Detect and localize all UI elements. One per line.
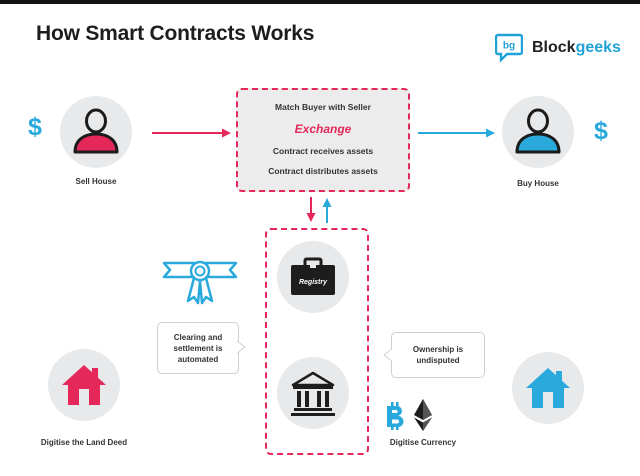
- bank-icon: [291, 371, 335, 416]
- exchange-box: Match Buyer with Seller Exchange Contrac…: [236, 88, 410, 192]
- bank-circle: [277, 357, 349, 429]
- arrow-exchange-to-registry: [306, 197, 316, 222]
- seller-avatar: [60, 96, 132, 168]
- house-icon: [526, 368, 570, 408]
- registry-box: [265, 228, 369, 455]
- exchange-title: Exchange: [294, 122, 352, 136]
- registry-circle: Registry: [277, 241, 349, 313]
- exchange-receives-text: Contract receives assets: [272, 146, 374, 156]
- currency-label: Digitise Currency: [389, 438, 457, 447]
- arrow-registry-to-exchange: [322, 198, 332, 223]
- bubble-tail: [383, 349, 392, 361]
- certificate-icon: [162, 260, 238, 305]
- top-border: [0, 0, 640, 4]
- ownership-note: Ownership is undisputed: [383, 332, 485, 378]
- person-icon: [515, 108, 561, 154]
- bitcoin-icon: [387, 402, 404, 430]
- bubble-tail: [237, 341, 246, 353]
- brand-logo-mark: bg: [503, 41, 515, 52]
- buyer-avatar: [502, 96, 574, 168]
- brand-name-prefix: Block: [532, 39, 576, 56]
- house-icon: [62, 365, 106, 405]
- brand-name: Blockgeeks: [532, 39, 621, 57]
- clearing-note: Clearing and settlement is automated: [157, 322, 246, 374]
- ethereum-icon: [414, 399, 432, 431]
- buyer-label: Buy House: [517, 179, 559, 188]
- currency-circle: [512, 352, 584, 424]
- land-deed-circle: [48, 349, 120, 421]
- arrow-seller-to-exchange: [152, 128, 231, 138]
- clearing-note-text: Clearing and settlement is automated: [173, 332, 223, 364]
- seller-label: Sell House: [75, 177, 117, 186]
- exchange-match-text: Match Buyer with Seller: [275, 102, 371, 112]
- ownership-note-text: Ownership is undisputed: [412, 345, 464, 365]
- brand-name-suffix: geeks: [575, 39, 621, 56]
- land-deed-label: Digitise the Land Deed: [40, 438, 128, 447]
- seller-dollar-icon: $: [28, 113, 42, 141]
- person-icon: [73, 108, 119, 154]
- brand-logo: bg Blockgeeks: [495, 33, 621, 63]
- arrow-exchange-to-buyer: [418, 128, 495, 138]
- buyer-dollar-icon: $: [594, 117, 608, 145]
- page-title: How Smart Contracts Works: [36, 22, 315, 45]
- exchange-distributes-text: Contract distributes assets: [268, 166, 378, 176]
- briefcase-icon: Registry: [291, 257, 335, 295]
- registry-label: Registry: [299, 279, 328, 286]
- speech-bubble-logo-icon: bg: [495, 33, 523, 63]
